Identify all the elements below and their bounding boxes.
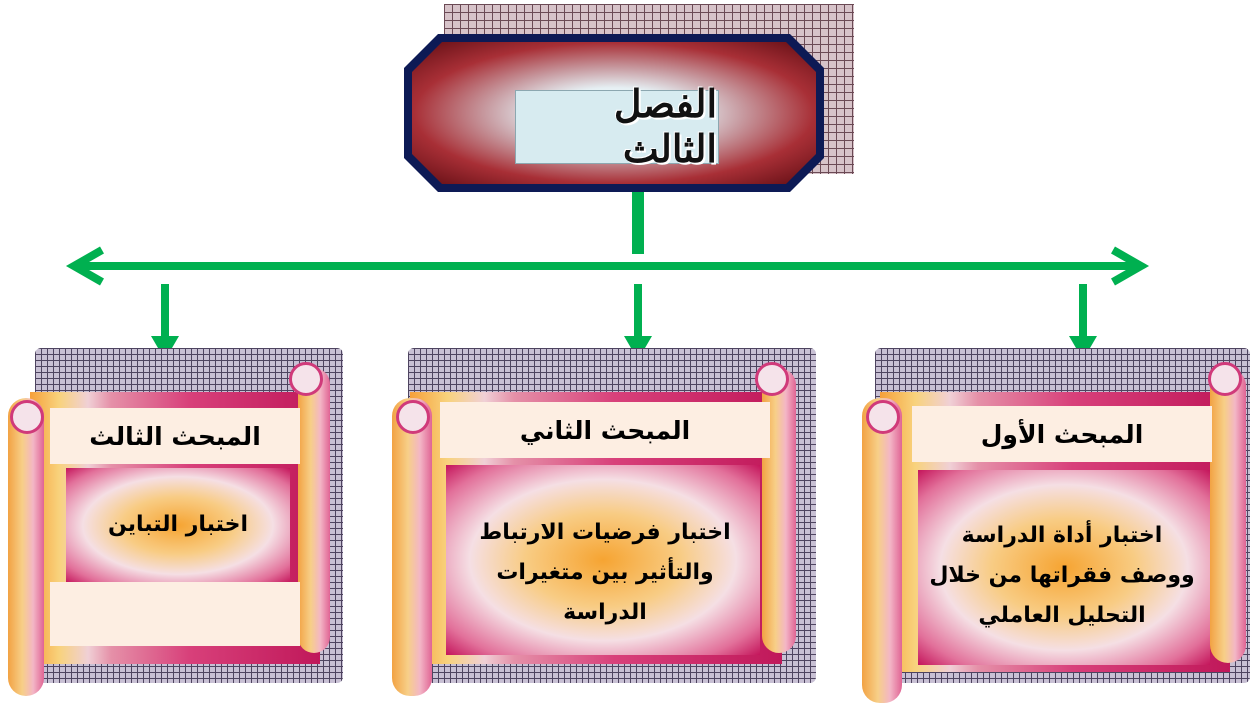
scroll-right-roll: [1210, 368, 1246, 663]
section-body: اختبار فرضيات الارتباط والتأثير بين متغي…: [440, 488, 770, 658]
scroll-left-roll: [862, 398, 902, 703]
section-line: اختبار التباين: [107, 512, 249, 537]
section-line: الدراسة: [563, 600, 647, 625]
section-body: اختبار التباين: [60, 500, 296, 550]
scroll-left-curl: [10, 400, 44, 434]
trunk-connector: [632, 192, 644, 254]
horizontal-double-arrow: [65, 246, 1150, 286]
section-heading: المبحث الثاني: [440, 402, 770, 458]
scroll-right-roll: [298, 368, 330, 653]
scroll-panel: [66, 468, 290, 583]
section-line: والتأثير بين متغيرات: [496, 560, 714, 585]
scroll-left-curl: [396, 400, 430, 434]
empty-box: [50, 582, 300, 646]
scroll-left-curl: [866, 400, 900, 434]
scroll-top-curl: [1208, 362, 1242, 396]
section-line: اختبار فرضيات الارتباط: [479, 520, 731, 545]
scroll-top-curl: [755, 362, 789, 396]
section-heading: المبحث الثالث: [50, 408, 300, 464]
scroll-panel: [918, 470, 1210, 665]
chapter-title: الفصل الثالث: [613, 81, 717, 171]
section-body: اختبار أداة الدراسة ووصف فقراتها من خلال…: [912, 492, 1212, 660]
section-line: ووصف فقراتها من خلال: [929, 563, 1195, 588]
scroll-top-curl: [289, 362, 323, 396]
section-line: التحليل العاملي: [978, 603, 1146, 628]
scroll-panel: [446, 465, 760, 655]
title-box: [515, 90, 719, 164]
section-line: اختبار أداة الدراسة: [961, 523, 1163, 548]
section-heading: المبحث الأول: [912, 406, 1212, 462]
scroll-left-roll: [392, 398, 432, 696]
scroll-left-roll: [8, 398, 44, 696]
